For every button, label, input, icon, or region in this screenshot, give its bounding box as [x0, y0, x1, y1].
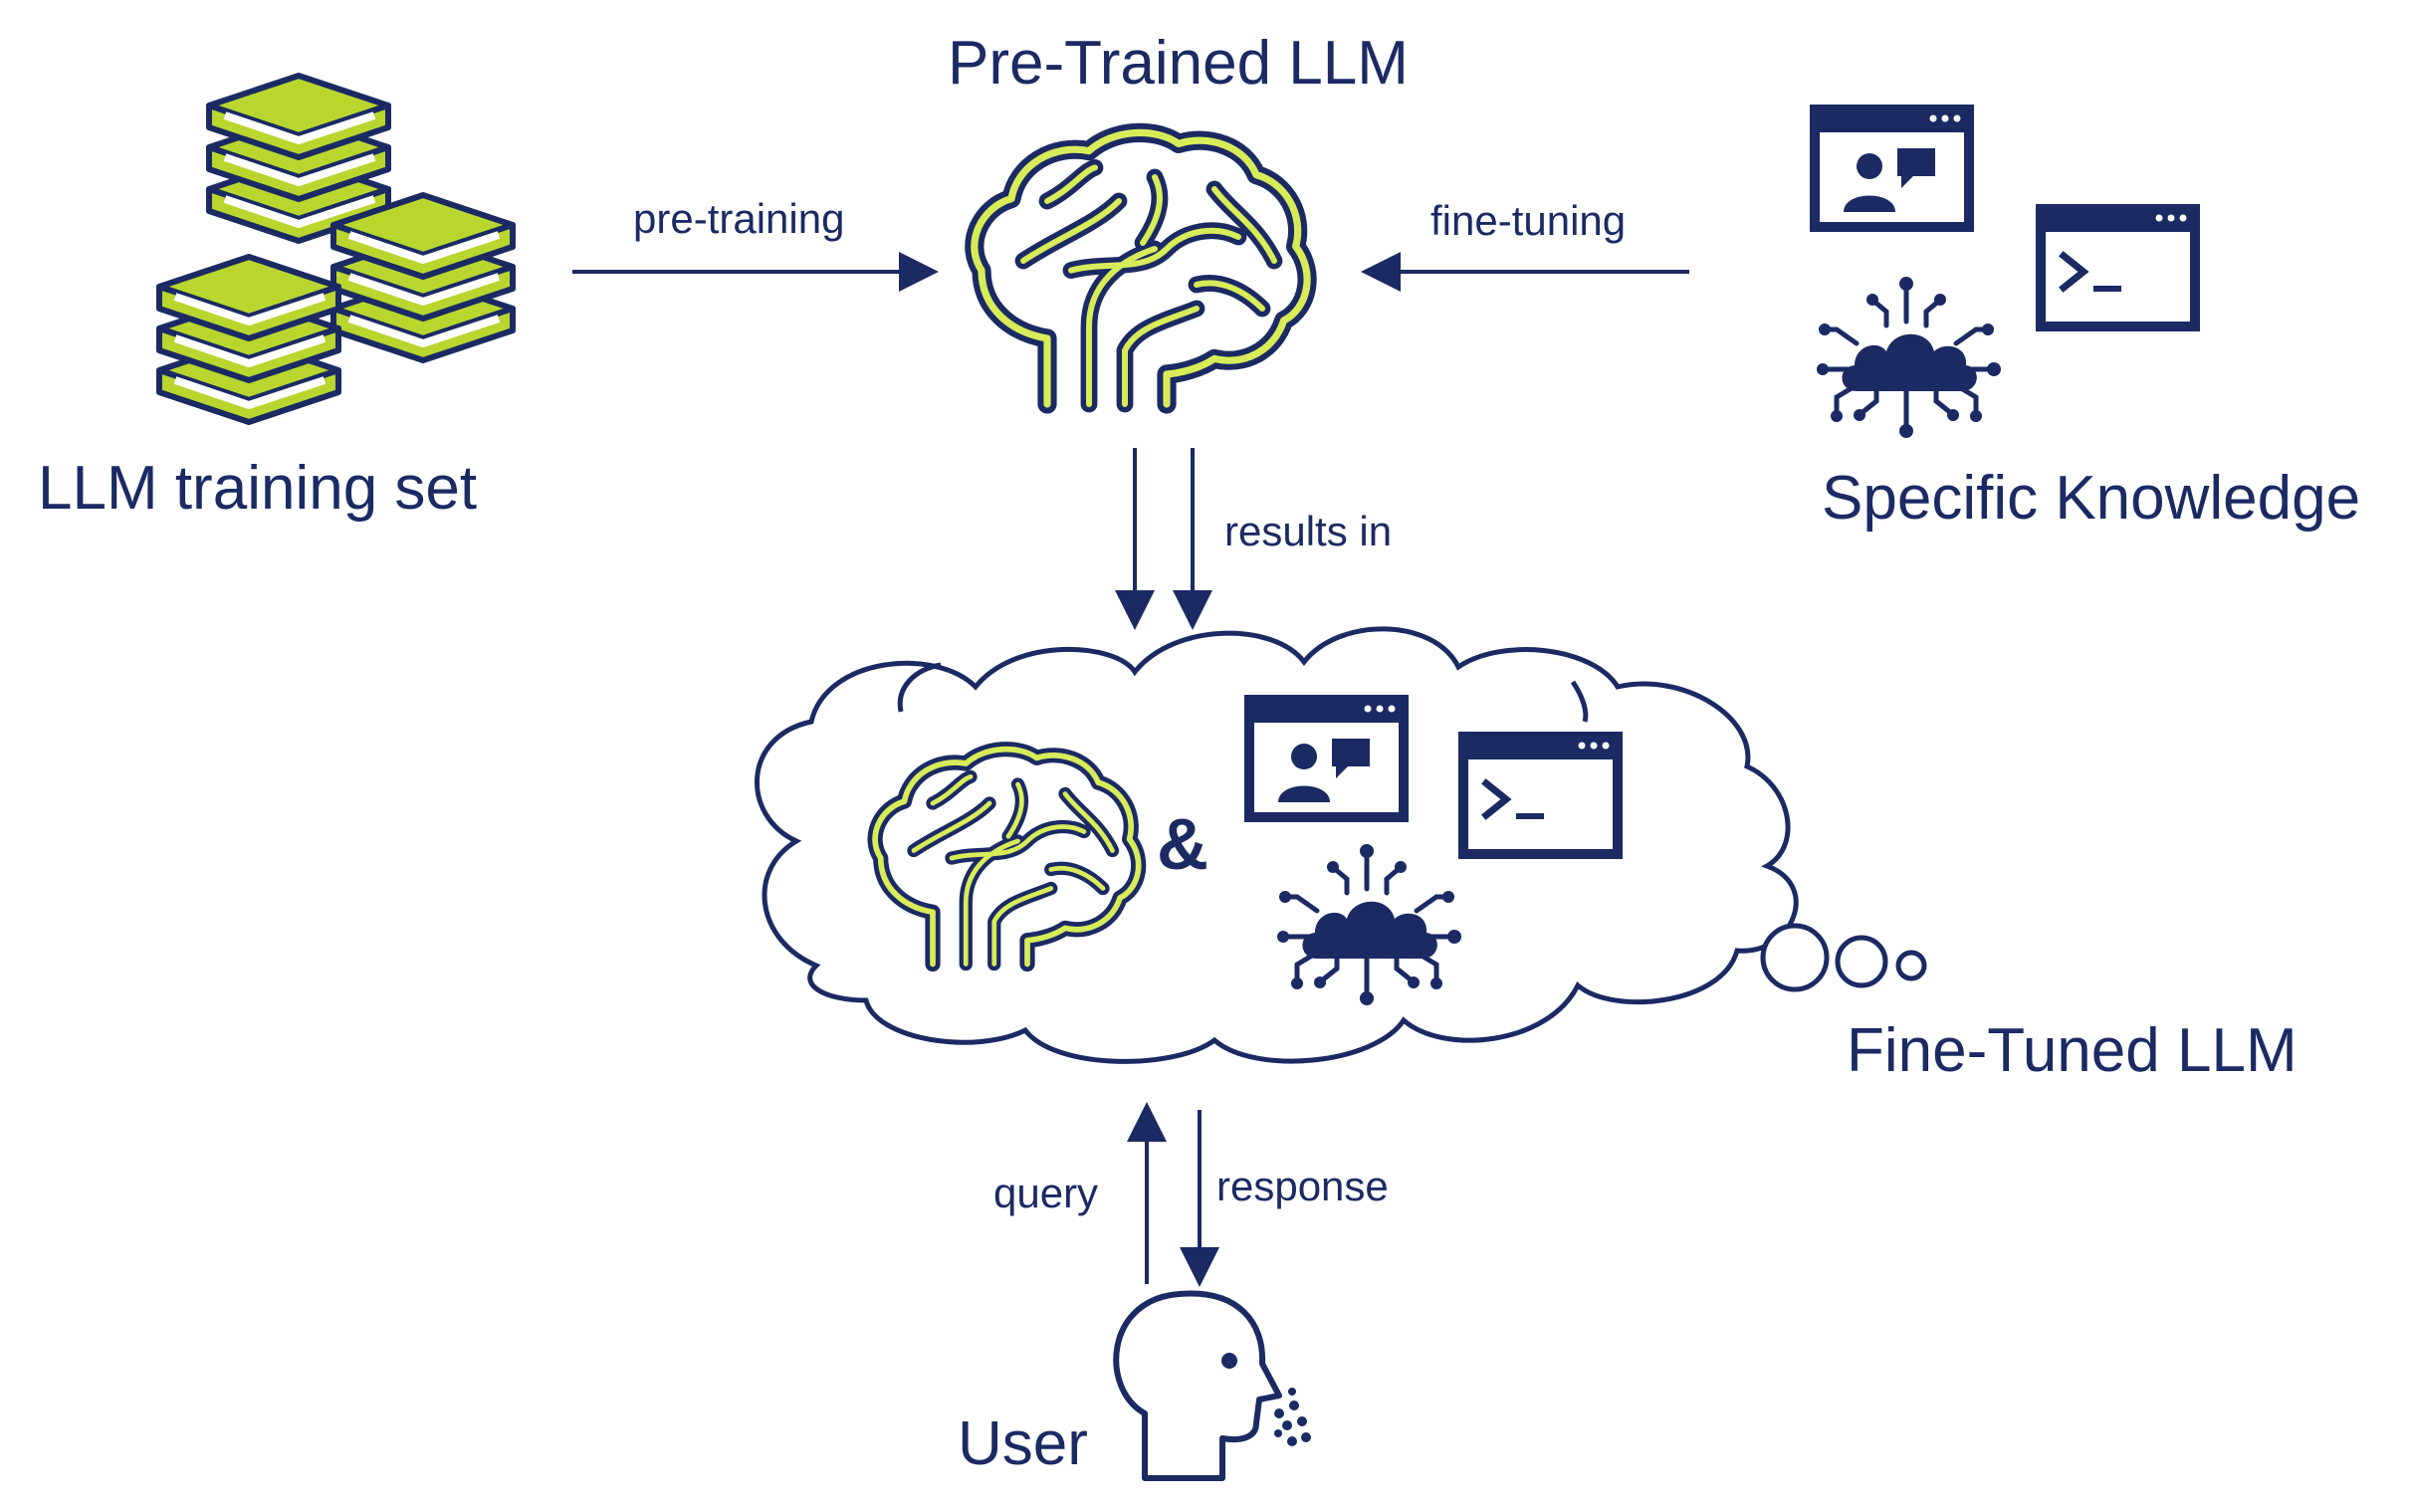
results-in-label: results in: [1224, 508, 1393, 554]
video-chat-window-icon: [1810, 105, 1974, 232]
user-label: User: [958, 1409, 1088, 1478]
books-icon: [159, 76, 513, 422]
ampersand-label: &: [1157, 805, 1208, 885]
speaking-head-icon: [1113, 1290, 1311, 1481]
fine-tuned-llm-label: Fine-Tuned LLM: [1847, 1016, 2298, 1085]
pre-training-label: pre-training: [633, 195, 845, 242]
cloud-terminal-window-icon: [1458, 732, 1623, 859]
response-label: response: [1216, 1163, 1389, 1209]
fine-tuning-label: fine-tuning: [1430, 197, 1627, 244]
brain-icon: [975, 132, 1307, 404]
specific-knowledge-label: Specific Knowledge: [1822, 464, 2361, 533]
pretrained-llm-label: Pre-Trained LLM: [948, 29, 1409, 98]
cloud-network-icon: [1817, 277, 2001, 438]
cloud-video-chat-window-icon: [1244, 695, 1409, 822]
training-set-label: LLM training set: [38, 454, 478, 523]
terminal-window-icon: [2036, 204, 2200, 331]
query-label: query: [993, 1170, 1099, 1216]
